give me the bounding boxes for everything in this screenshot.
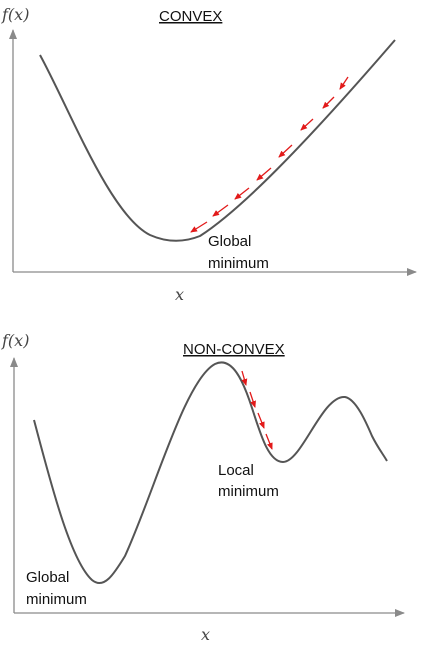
convex-curve xyxy=(39,39,396,242)
nonconvex-global-minimum-label-line1: Global xyxy=(26,569,69,586)
gradient-arrow xyxy=(190,221,208,233)
gradient-arrow xyxy=(249,391,256,408)
convex-global-minimum-label-line2: minimum xyxy=(208,255,269,272)
nonconvex-local-minimum-label-line2: minimum xyxy=(218,483,279,500)
gradient-arrow xyxy=(212,204,229,217)
gradient-arrow xyxy=(241,370,248,386)
nonconvex-global-minimum-label-line2: minimum xyxy=(26,591,87,608)
gradient-arrow xyxy=(300,118,314,131)
nonconvex-local-minimum-label-line1: Local xyxy=(218,462,254,479)
gradient-arrow xyxy=(278,144,293,158)
nonconvex-title: NON-CONVEX xyxy=(183,341,285,358)
gradient-arrow xyxy=(322,96,335,109)
gradient-arrow xyxy=(256,167,272,181)
convex-panel: f(x) CONVEX Global minimum x xyxy=(1,5,417,304)
convex-gradient-arrows xyxy=(190,76,349,233)
nonconvex-panel: f(x) NON-CONVEX Local minimum Global min… xyxy=(1,331,405,644)
convex-y-axis-label: f(x) xyxy=(1,5,29,24)
convex-title: CONVEX xyxy=(159,8,222,25)
nonconvex-gradient-arrows xyxy=(241,370,273,450)
gradient-arrow xyxy=(339,76,349,90)
nonconvex-x-axis-label: x xyxy=(201,625,210,644)
gradient-arrow xyxy=(257,412,265,429)
gradient-arrow xyxy=(234,187,250,200)
convex-global-minimum-label-line1: Global xyxy=(208,233,251,250)
convex-x-axis-label: x xyxy=(175,285,184,304)
nonconvex-curve xyxy=(33,361,388,584)
gradient-arrow xyxy=(265,433,273,450)
nonconvex-y-axis-label: f(x) xyxy=(1,331,29,350)
